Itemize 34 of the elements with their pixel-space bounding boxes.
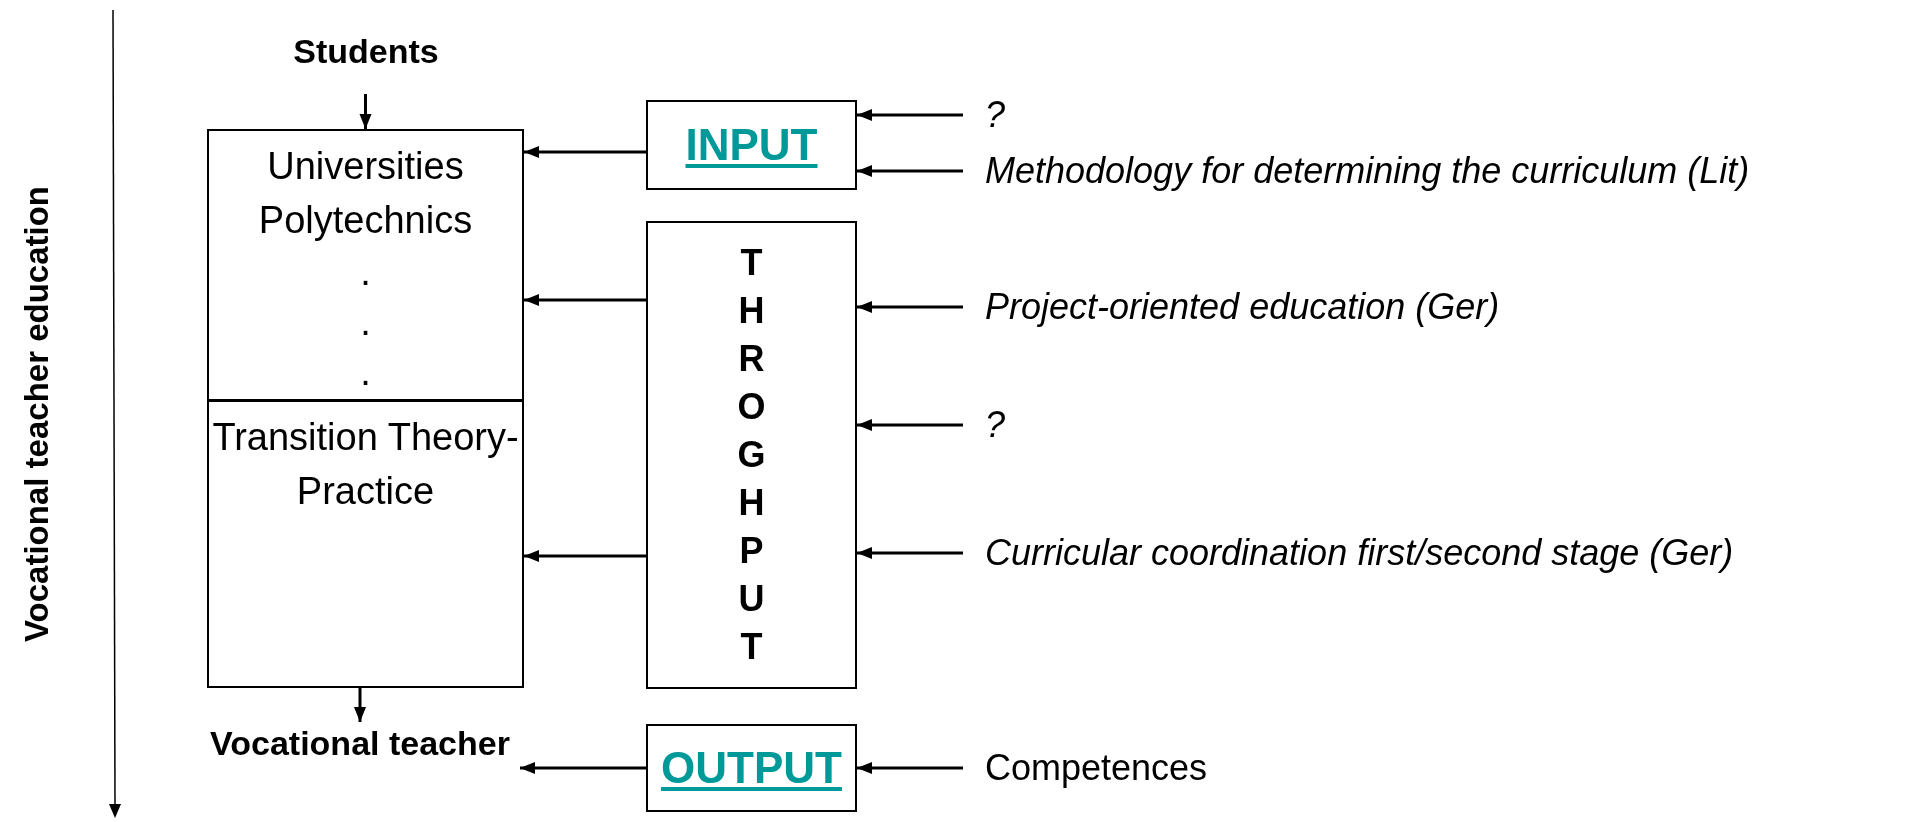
stage-title: INPUT (685, 120, 818, 170)
arrow (857, 547, 963, 559)
stage-box (646, 221, 857, 689)
arrow (359, 94, 372, 129)
stage-title: THROGHPUT (736, 241, 767, 669)
stage-title: OUTPUT (661, 743, 842, 793)
input-factor-text: ? (985, 403, 1006, 447)
input-factor-text: Methodology for determining the curriculum (Lit) (985, 149, 1750, 193)
axis-label: Vocational teacher education (18, 186, 56, 642)
arrow (857, 165, 963, 177)
stage-box (646, 100, 857, 190)
input-factor-text: Project-oriented education (Ger) (985, 285, 1500, 329)
arrow (857, 109, 963, 121)
box-text: Transition Theory-Practice (211, 415, 520, 514)
node-label: Vocational teacher (200, 722, 520, 822)
stage-box (646, 724, 857, 812)
arrow (857, 762, 963, 774)
ellipsis-dot: . (360, 350, 371, 395)
arrow (857, 419, 963, 431)
ellipsis-dot: . (360, 300, 371, 345)
input-factor-text: Curricular coordination first/second stage (Ger) (985, 531, 1734, 575)
process-box (207, 129, 524, 401)
arrow (524, 294, 646, 306)
node-label: Students (266, 30, 466, 94)
box-text: Universities Polytechnics (257, 144, 474, 243)
arrow (857, 301, 963, 313)
ellipsis-dot: . (360, 250, 371, 295)
arrow (524, 146, 646, 158)
arrow (520, 762, 646, 774)
input-factor-text: Competences (985, 746, 1208, 790)
arrow (524, 550, 646, 562)
process-box (207, 400, 524, 688)
arrow (354, 688, 366, 722)
input-factor-text: ? (985, 93, 1006, 137)
